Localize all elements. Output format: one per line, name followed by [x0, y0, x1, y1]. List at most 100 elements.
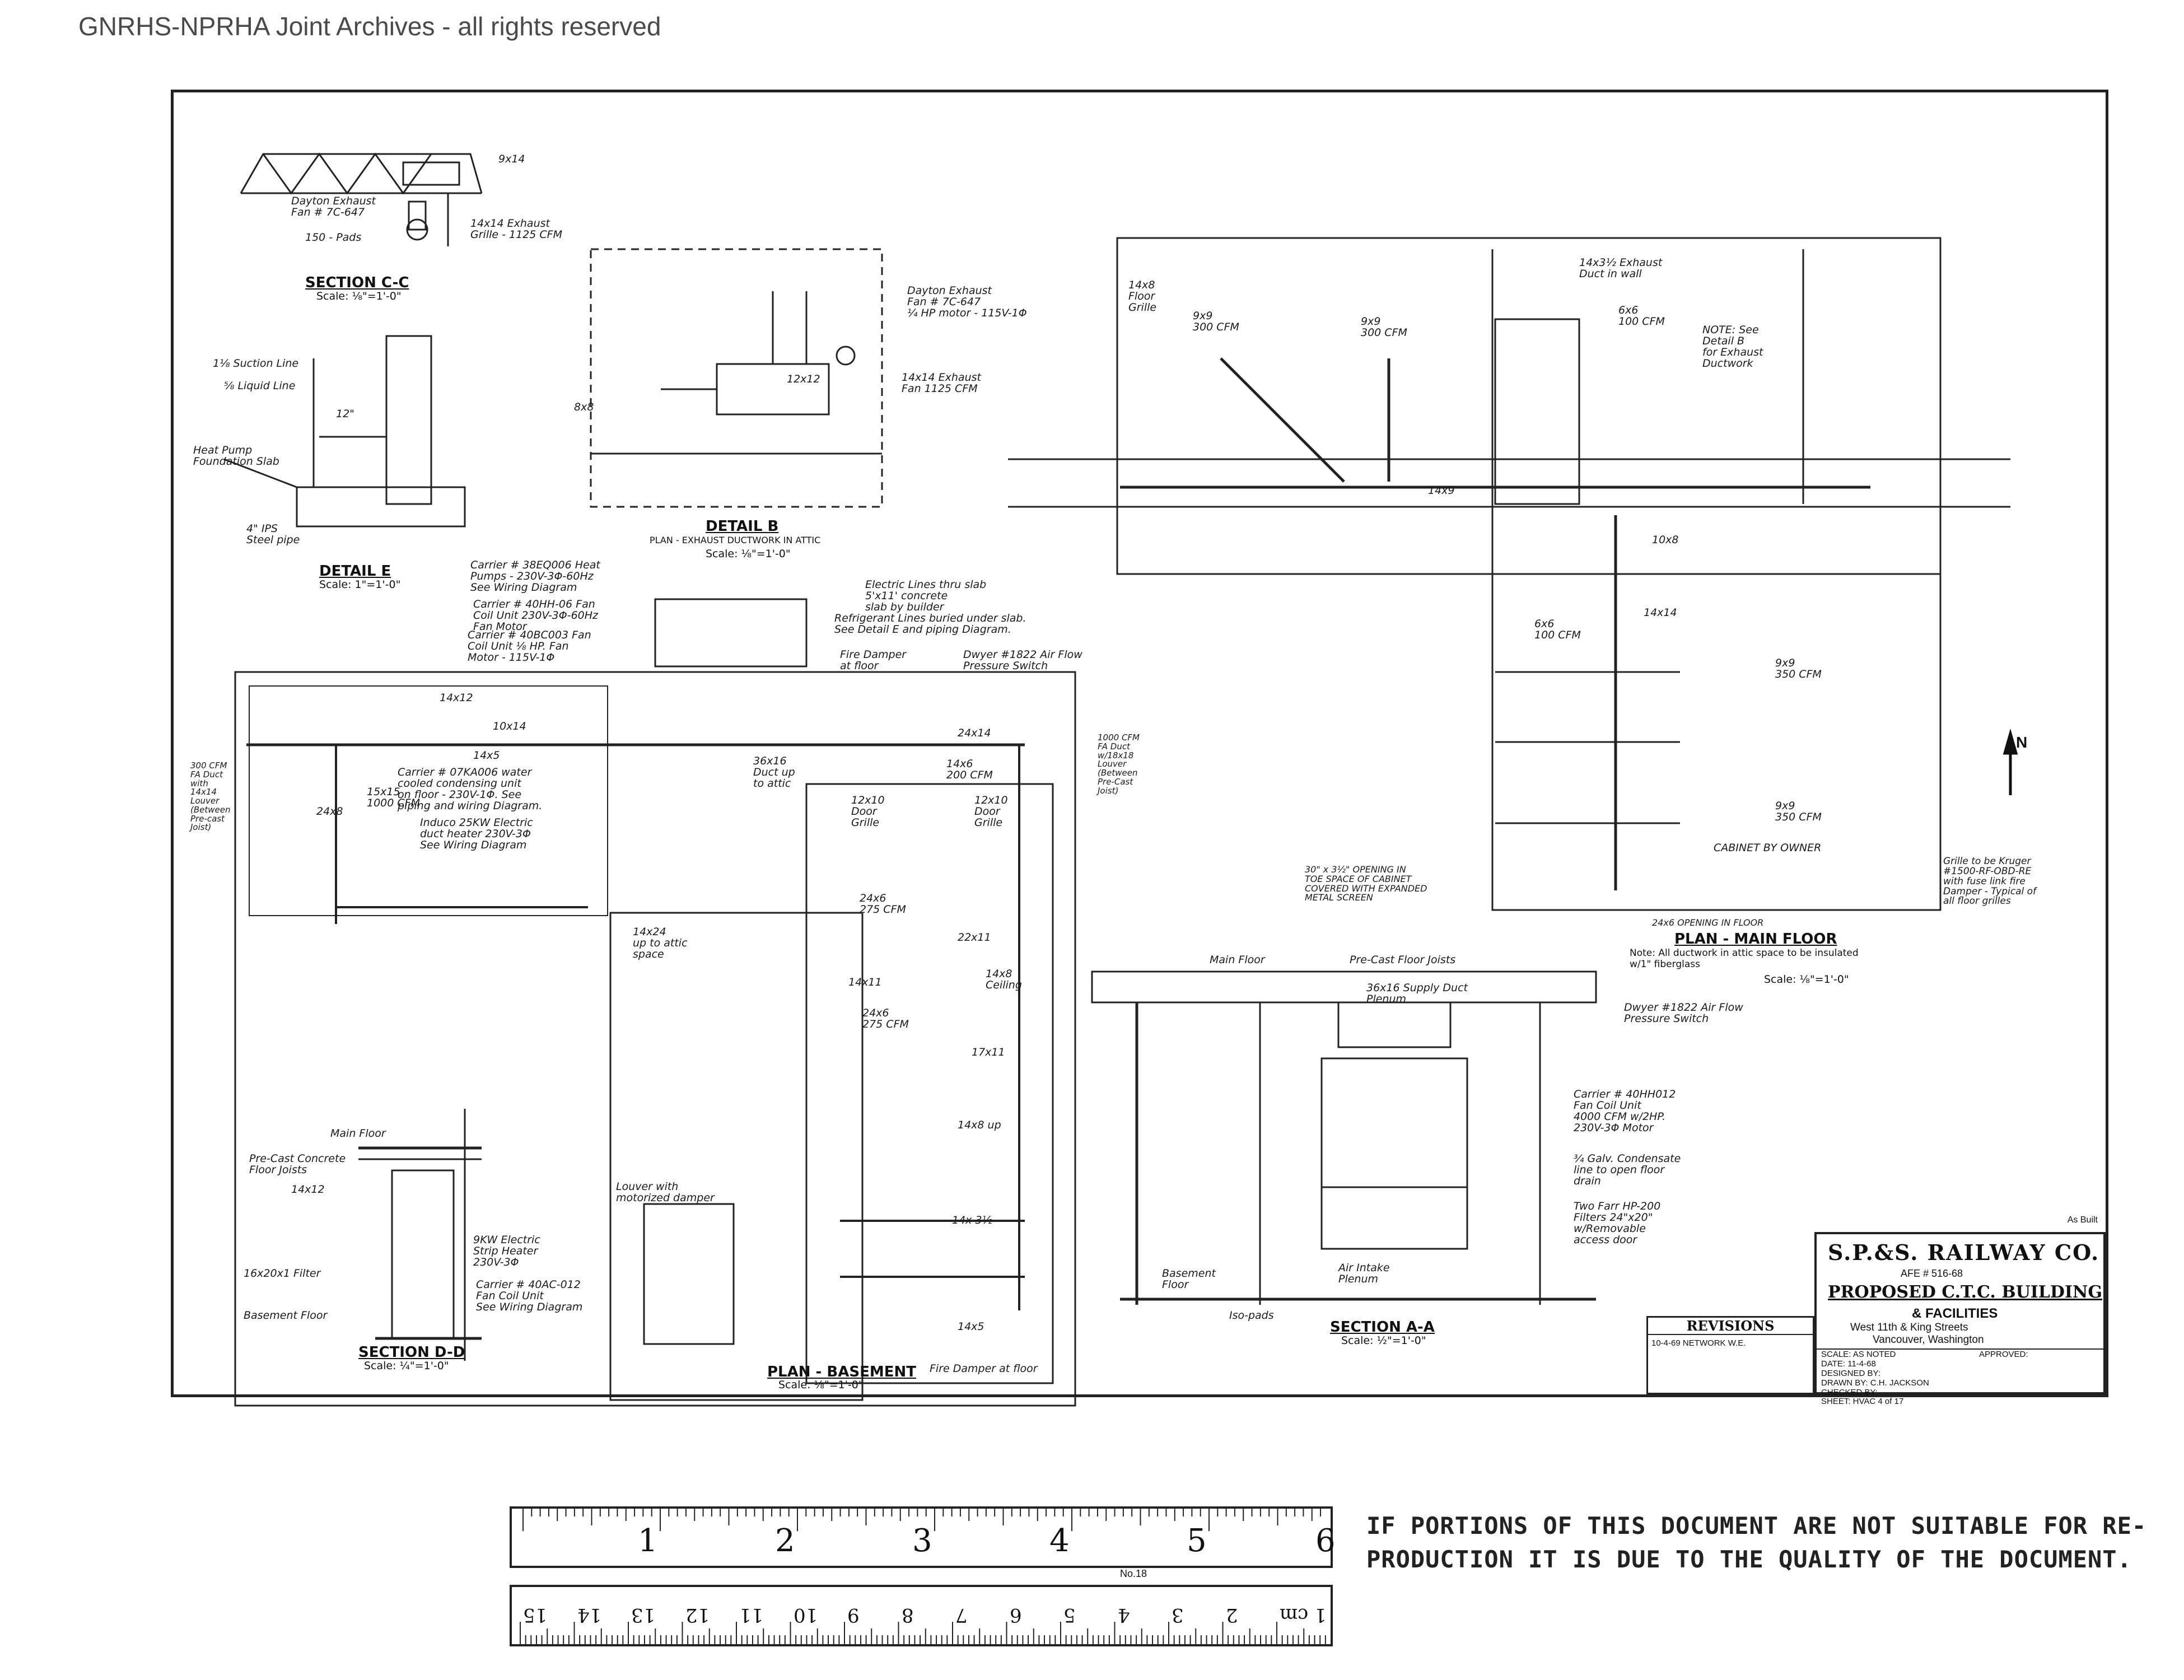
bs-duct-14x5: 14x5 [473, 749, 500, 762]
archive-header: GNRHS-NPRHA Joint Archives - all rights … [78, 12, 661, 41]
b-grille-label: 14x14 Exhaust Fan 1125 CFM [902, 371, 981, 395]
tb-row-scale: SCALE: AS NOTED [1821, 1350, 1896, 1359]
detail-b-scale: Scale: ⅛"=1'-0" [706, 548, 791, 560]
ruler-cm-number: 15 [523, 1604, 548, 1626]
bs-carrier-fan-coil-2: Carrier # 40BC003 Fan Coil Unit ⅛ HP. Fa… [468, 629, 591, 664]
ruler-cm-number: 5 [1063, 1604, 1076, 1626]
plan-main-floor-title: PLAN - MAIN FLOOR [1674, 931, 1837, 948]
cm-ruler-ticks [520, 1622, 1326, 1644]
cc-grille-label: 14x14 Exhaust Grille - 1125 CFM [470, 217, 562, 241]
bs-ceiling-register: 14x8 Ceiling [986, 968, 1022, 991]
aa-fan-coil: Carrier # 40HH012 Fan Coil Unit 4000 CFM… [1574, 1088, 1676, 1134]
ruler-cm-number: 3 [1172, 1604, 1184, 1626]
ruler-cm-number: 9 [847, 1604, 860, 1626]
aa-main-floor: Main Floor [1210, 954, 1265, 966]
ruler-inch-2: 2 [775, 1523, 795, 1559]
aa-basement-floor: Basement Floor [1162, 1267, 1216, 1291]
dd-filter: 16x20x1 Filter [244, 1267, 321, 1280]
reproduction-notice: IF PORTIONS OF THIS DOCUMENT ARE NOT SUI… [1366, 1512, 2147, 1573]
bs-fire-damper: Fire Damper at floor [840, 648, 907, 672]
bs-duct-24x14: 24x14 [958, 727, 991, 739]
detail-e-foundation [223, 335, 466, 528]
b-exhaust-fan-label: Dayton Exhaust Fan # 7C-647 ¼ HP motor -… [907, 284, 1027, 319]
tb-row-sheet: SHEET: HVAC 4 of 17 [1821, 1397, 1904, 1406]
inch-ruler: 1 2 3 4 5 6 [510, 1506, 1336, 1568]
bs-duct-15x15: 15x15 1000 CFM [367, 786, 420, 809]
dd-duct-14x12: 14x12 [291, 1183, 325, 1196]
m-register-6x6-top: 6x6 100 CFM [1618, 304, 1665, 328]
section-cc-title: SECTION C-C [305, 274, 409, 291]
ruler-cm-number: 1 cm [1280, 1604, 1327, 1626]
bs-duct-17x11: 17x11 [972, 1046, 1005, 1058]
aa-dwyer-switch: Dwyer #1822 Air Flow Pressure Switch [1624, 1001, 1743, 1025]
e-slab-label: Heat Pump Foundation Slab [193, 444, 279, 468]
bs-duct-14x8-up: 14x8 up [958, 1119, 1001, 1131]
title-block: As Built S.P.&S. RAILWAY CO. AFE # 516-6… [1814, 1215, 2106, 1406]
m-duct-10x8: 10x8 [1652, 534, 1679, 546]
m-grille-note: Grille to be Kruger #1500-RF-OBD-RE with… [1943, 856, 2037, 907]
ruler-cm-number: 11 [739, 1604, 764, 1626]
m-register-9x9-a: 9x9 300 CFM [1193, 310, 1239, 333]
ruler-label: No.18 [1120, 1568, 1147, 1579]
section-aa-scale: Scale: ½"=1'-0" [1341, 1334, 1426, 1347]
bs-duct-14x5-b: 14x5 [958, 1320, 984, 1333]
bs-refrigerant-lines: Refrigerant Lines buried under slab. See… [834, 612, 1026, 636]
m-register-6x6-b: 6x6 100 CFM [1534, 618, 1581, 641]
ruler-cm-number: 10 [793, 1604, 818, 1626]
tb-row-designed: DESIGNED BY: [1821, 1369, 1880, 1378]
cc-pads-label: 150 - Pads [305, 231, 362, 244]
title-block-rows: SCALE: AS NOTED DATE: 11-4-68 DESIGNED B… [1817, 1348, 2103, 1397]
detail-b-attic-plan [590, 248, 883, 508]
e-suction-line-label: 1⅛ Suction Line [213, 357, 299, 370]
as-built-note: As Built [2067, 1215, 2098, 1225]
section-cc-truss [240, 152, 483, 246]
revisions-block: REVISIONS 10-4-69 NETWORK W.E. [1646, 1316, 1814, 1394]
plan-main-floor-scale: Scale: ⅛"=1'-0" [1764, 973, 1849, 986]
inch-ruler-numbers: 1 2 3 4 5 6 [512, 1523, 1336, 1562]
bs-fa-duct-300: 300 CFM FA Duct with 14x14 Louver (Betwe… [190, 760, 231, 833]
detail-e-title: DETAIL E [319, 563, 391, 580]
e-liquid-line-label: ⅝ Liquid Line [224, 380, 296, 392]
project-title: PROPOSED C.T.C. BUILDING [1828, 1282, 2102, 1302]
bs-carrier-heat-pump: Carrier # 38EQ006 Heat Pumps - 230V-3Φ-6… [470, 559, 600, 594]
revisions-title: REVISIONS [1648, 1318, 1813, 1335]
section-aa-unit [1091, 970, 1597, 1305]
m-note-detail-b: NOTE: See Detail B for Exhaust Ductwork [1702, 324, 1763, 370]
bs-register-24x6-b: 24x6 275 CFM [862, 1007, 909, 1030]
project-city: Vancouver, Washington [1873, 1334, 1984, 1346]
aa-supply-plenum: 36x16 Supply Duct Plenum [1366, 982, 1468, 1005]
ruler-inch-6: 6 [1315, 1523, 1336, 1559]
plan-basement-scale: Scale: ⅛"=1'-0" [778, 1379, 864, 1391]
bs-duct-14x12: 14x12 [440, 692, 473, 704]
ruler-inch-3: 3 [912, 1523, 932, 1559]
ruler-cm-number: 8 [901, 1604, 914, 1626]
m-register-9x9-d: 9x9 350 CFM [1775, 800, 1822, 823]
railway-company: S.P.&S. RAILWAY CO. [1828, 1240, 2100, 1265]
tb-row-date: DATE: 11-4-68 [1821, 1359, 1876, 1369]
ruler-cm-number: 13 [631, 1604, 656, 1626]
ruler-cm-number: 4 [1117, 1604, 1130, 1626]
bs-door-grille-12x10-b: 12x10 Door Grille [974, 794, 1008, 829]
dd-main-floor: Main Floor [330, 1127, 386, 1140]
project-location: West 11th & King Streets [1850, 1322, 1968, 1333]
basement-plan-walls [234, 598, 1076, 1407]
detail-b-title: DETAIL B [706, 518, 779, 535]
afe-number: AFE # 516-68 [1901, 1268, 1963, 1279]
bs-door-grille-12x10-a: 12x10 Door Grille [851, 794, 885, 829]
bs-fa-duct-1000: 1000 CFM FA Duct w/18x18 Louver (Between… [1098, 732, 1140, 796]
ruler-cm-number: 6 [1009, 1604, 1022, 1626]
dd-strip-heater: 9KW Electric Strip Heater 230V-3Φ [473, 1234, 540, 1268]
detail-e-scale: Scale: 1"=1'-0" [319, 578, 401, 591]
m-duct-14x9: 14x9 [1428, 484, 1455, 497]
m-duct-14x14: 14x14 [1644, 606, 1677, 619]
bs-electric-lines: Electric Lines thru slab 5'x11' concrete… [865, 578, 987, 613]
dd-basement-floor: Basement Floor [244, 1309, 328, 1322]
tb-row-checked: CHECKED BY: [1821, 1388, 1878, 1397]
ruler-cm-number: 7 [955, 1604, 968, 1626]
cc-duct-size: 9x14 [498, 153, 525, 165]
bs-duct-10x14: 10x14 [493, 720, 526, 732]
bs-condensing-unit: Carrier # 07KA006 water cooled condensin… [398, 766, 543, 812]
bs-duct-22x11: 22x11 [958, 931, 991, 944]
